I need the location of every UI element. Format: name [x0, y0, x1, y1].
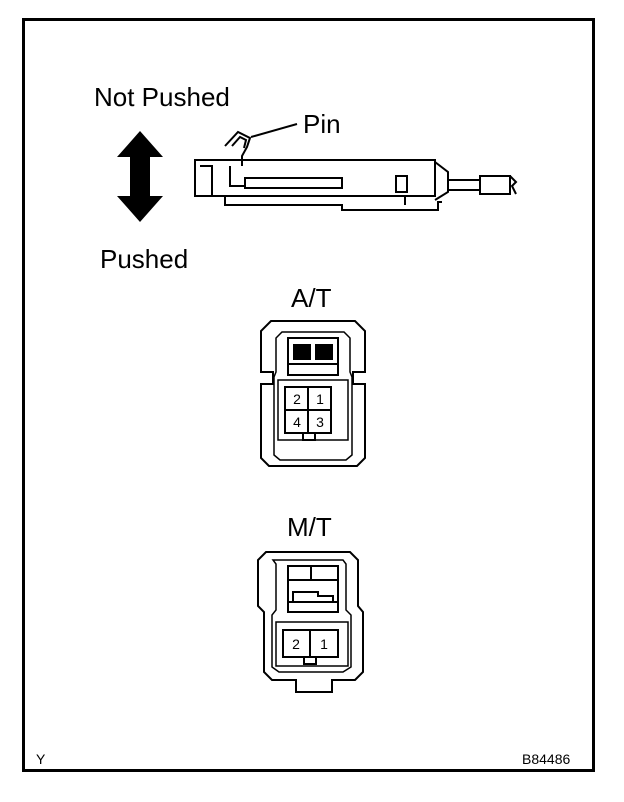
double-arrow-icon: [117, 131, 163, 222]
at-connector: [260, 320, 366, 467]
at-pin-2: 2: [293, 391, 301, 407]
not-pushed-label: Not Pushed: [94, 82, 230, 112]
mt-pin-2: 2: [292, 636, 300, 652]
corner-letter: Y: [36, 751, 46, 767]
pin-leader-line: [250, 123, 298, 138]
pushed-label: Pushed: [100, 244, 189, 274]
at-pin-3: 3: [316, 414, 324, 430]
mt-label: M/T: [287, 512, 332, 542]
at-pin-1: 1: [316, 391, 324, 407]
mt-pin-1: 1: [320, 636, 328, 652]
figure-frame: [22, 18, 595, 772]
at-label: A/T: [291, 283, 332, 313]
pin-label: Pin: [303, 109, 341, 139]
at-pin-4: 4: [293, 414, 301, 430]
figure-code: B84486: [522, 751, 571, 767]
mt-connector: [257, 551, 364, 693]
switch-side-view: [194, 130, 518, 211]
